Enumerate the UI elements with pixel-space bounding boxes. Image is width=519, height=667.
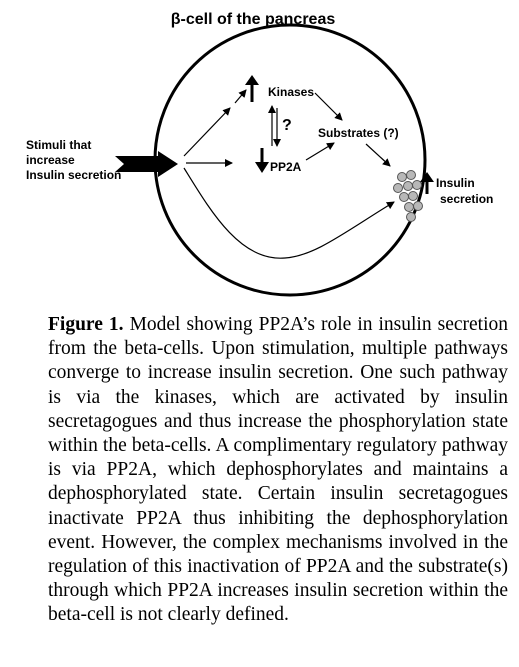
insulin-granules — [393, 170, 423, 222]
pp2a-decrease-icon — [255, 148, 269, 173]
granule — [403, 181, 413, 191]
insulin-secretion-line-1: Insulin — [436, 176, 475, 190]
stimuli-line-3: Insulin secretion — [26, 168, 121, 182]
arrow-kinases-to-substrates — [314, 92, 343, 121]
granule — [404, 202, 414, 212]
granule — [406, 212, 416, 222]
granule — [413, 201, 423, 211]
stimuli-label: Stimuli that increase Insulin secretion — [26, 138, 121, 182]
granule — [412, 180, 422, 190]
kinases-label: Kinases — [268, 85, 314, 99]
regulation-question-mark: ? — [282, 117, 292, 134]
stimuli-line-2: increase — [26, 153, 75, 167]
granule — [408, 191, 418, 201]
figure-caption: Figure 1. Model showing PP2A’s role in i… — [48, 313, 508, 628]
granule — [397, 172, 407, 182]
direct-pathway-curve — [183, 167, 395, 259]
arrow-substrates-to-granules — [365, 143, 391, 167]
stimuli-arrow — [115, 151, 178, 177]
insulin-secretion-line-2: secretion — [440, 192, 493, 206]
caption-text: Model showing PP2A’s role in insulin sec… — [48, 314, 509, 626]
arrow-pp2a-to-substrates — [305, 142, 335, 161]
substrates-label: Substrates (?) — [318, 126, 399, 140]
pp2a-model-diagram: β-cell of the pancreas Stimuli that incr… — [26, 11, 493, 297]
kinases-increase-icon — [245, 75, 259, 102]
arrow-kinases-direction — [234, 89, 247, 104]
granule — [393, 183, 403, 193]
granule — [399, 192, 409, 202]
figure-label: Figure 1. — [48, 314, 124, 335]
arrow-to-kinases-up — [183, 107, 231, 157]
pp2a-label: PP2A — [270, 160, 302, 174]
granule — [406, 170, 416, 180]
insulin-increase-icon — [420, 172, 434, 194]
stimuli-line-1: Stimuli that — [26, 138, 91, 152]
